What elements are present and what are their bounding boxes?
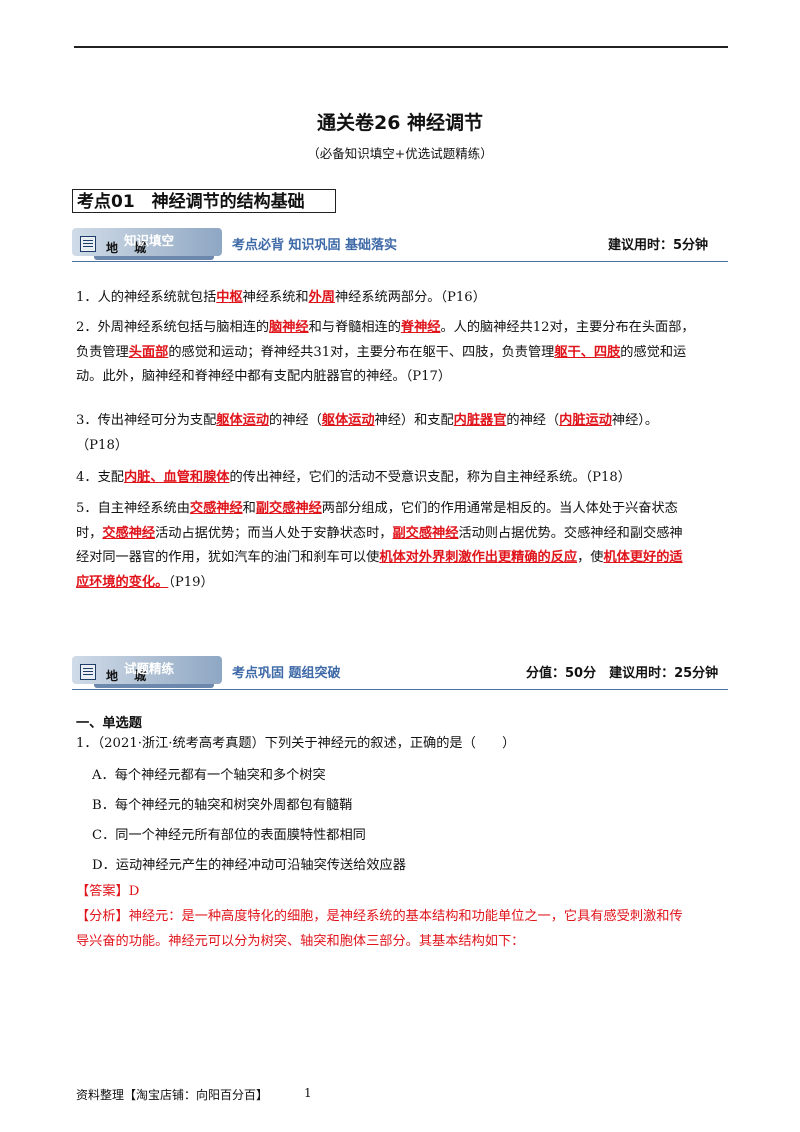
page-title: 通关卷26 神经调节 bbox=[316, 112, 484, 134]
answer-blank: 机体更好的适 bbox=[603, 550, 683, 565]
item-text: 2．外周神经系统包括与脑相连的 bbox=[76, 320, 270, 335]
item-text: 动。此外，脑神经和脊神经中都有支配内脏器官的神经。（P17） bbox=[76, 369, 452, 384]
item-line: 5．自主神经系统由交感神经和副交感神经两部分组成，它们的作用通常是相反的。当人体… bbox=[76, 497, 726, 522]
answer-blank: 内脏、血管和腺体 bbox=[123, 470, 230, 485]
question-type-heading: 一、单选题 bbox=[76, 716, 142, 731]
answer-blank: 副交感神经 bbox=[255, 501, 322, 516]
answer-blank: 躯体运动 bbox=[321, 413, 375, 428]
option-b: B．每个神经元的轴突和树突外周都包有髓鞘 bbox=[92, 798, 353, 813]
banner-keywords: 考点必背 知识巩固 基础落实 bbox=[232, 238, 398, 253]
answer-blank: 副交感神经 bbox=[392, 525, 459, 541]
item-text: （P19） bbox=[168, 574, 214, 590]
badge-left-label: 地 城 bbox=[106, 669, 153, 683]
answer-blank: 交感神经 bbox=[102, 525, 156, 541]
answer-blank: 交感神经 bbox=[189, 501, 243, 516]
item-text: 负责管理 bbox=[76, 344, 129, 360]
badge: 地 城 知识填空 bbox=[72, 228, 222, 256]
item-text: 的感觉和运动；脊神经共31对，主要分布在躯干、四肢，负责管理 bbox=[168, 344, 555, 360]
item-text: 5．自主神经系统由 bbox=[76, 501, 190, 516]
option-d: D．运动神经元产生的神经冲动可沿轴突传送给效应器 bbox=[92, 858, 406, 873]
item-line: 经对同一器官的作用，犹如汽车的油门和刹车可以使机体对外界刺激作出更精确的反应，使… bbox=[76, 546, 726, 571]
answer-blank: 中枢 bbox=[216, 290, 243, 305]
page-number: 1 bbox=[304, 1086, 312, 1100]
fill-in-item: 3．传出神经可分为支配躯体运动的神经（躯体运动神经）和支配内脏器官的神经（内脏运… bbox=[76, 409, 726, 458]
item-text: 神经）。 bbox=[611, 413, 659, 428]
item-text: 4．支配 bbox=[76, 470, 124, 485]
item-text: 。人的脑神经共12对，主要分布在头面部， bbox=[440, 320, 695, 335]
banner-rule bbox=[72, 261, 728, 262]
item-text: （P18） bbox=[76, 437, 129, 453]
answer-blank: 躯干、四肢 bbox=[554, 344, 621, 360]
badge: 地 城 试题精练 bbox=[72, 656, 222, 684]
item-text: 的神经（ bbox=[269, 413, 322, 428]
answer-blank: 脑神经 bbox=[269, 320, 309, 335]
analysis: 【分析】神经元：是一种高度特化的细胞，是神经系统的基本结构和功能单位之一，它具有… bbox=[76, 905, 726, 954]
fill-in-item: 2．外周神经系统包括与脑相连的脑神经和与脊髓相连的脊神经。人的脑神经共12对，主… bbox=[76, 316, 726, 390]
badge-title: 知识填空 bbox=[124, 233, 175, 248]
item-line: 3．传出神经可分为支配躯体运动的神经（躯体运动神经）和支配内脏器官的神经（内脏运… bbox=[76, 409, 726, 434]
answer-blank: 应环境的变化。 bbox=[76, 574, 169, 590]
item-text: 和与脊髓相连的 bbox=[308, 320, 401, 335]
banner-rule bbox=[72, 689, 728, 690]
item-text: 神经系统和 bbox=[242, 290, 309, 305]
item-text: ，使 bbox=[577, 550, 604, 565]
badge-left-label: 地 城 bbox=[106, 241, 153, 255]
item-text: 神经系统两部分。（P16） bbox=[334, 290, 486, 305]
answer-blank: 外周 bbox=[308, 290, 335, 305]
fill-in-item: 1．人的神经系统就包括中枢神经系统和外周神经系统两部分。（P16） bbox=[76, 286, 726, 311]
item-line: 应环境的变化。（P19） bbox=[76, 571, 726, 596]
item-text: 1．人的神经系统就包括 bbox=[76, 290, 217, 305]
analysis-line: 【分析】神经元：是一种高度特化的细胞，是神经系统的基本结构和功能单位之一，它具有… bbox=[76, 909, 683, 924]
item-line: 2．外周神经系统包括与脑相连的脑神经和与脊髓相连的脊神经。人的脑神经共12对，主… bbox=[76, 316, 726, 341]
exercise-banner: 地 城 试题精练 考点巩固 题组突破 分值：50分 建议用时：25分钟 bbox=[72, 656, 728, 690]
fill-in-item: 4．支配内脏、血管和腺体的传出神经，它们的活动不受意识支配，称为自主神经系统。（… bbox=[76, 466, 726, 491]
banner-keywords: 考点巩固 题组突破 bbox=[232, 666, 341, 681]
answer-blank: 头面部 bbox=[128, 344, 169, 360]
question-stem: 1．（2021·浙江·统考高考真题）下列关于神经元的叙述，正确的是（ ） bbox=[76, 736, 516, 751]
page-subtitle: （必备知识填空+优选试题精练） bbox=[307, 146, 493, 161]
banner-score-time: 分值：50分 建议用时：25分钟 bbox=[526, 666, 719, 681]
item-line: 时，交感神经活动占据优势；而当人处于安静状态时，副交感神经活动则占据优势。交感神… bbox=[76, 522, 726, 547]
item-text: 活动占据优势；而当人处于安静状态时， bbox=[155, 525, 393, 541]
banner-time: 建议用时：5分钟 bbox=[608, 238, 709, 253]
answer-blank: 躯体运动 bbox=[216, 413, 270, 428]
item-text: 时， bbox=[76, 525, 103, 541]
option-a: A．每个神经元都有一个轴突和多个树突 bbox=[92, 768, 326, 783]
item-text: 3．传出神经可分为支配 bbox=[76, 413, 217, 428]
item-line: 1．人的神经系统就包括中枢神经系统和外周神经系统两部分。（P16） bbox=[76, 286, 726, 311]
answer-blank: 机体对外界刺激作出更精确的反应 bbox=[379, 550, 578, 565]
analysis-line: 导兴奋的功能。神经元可以分为树突、轴突和胞体三部分。其基本结构如下： bbox=[76, 933, 525, 949]
list-icon bbox=[80, 236, 96, 252]
footer-source: 资料整理【淘宝店铺：向阳百分百】 bbox=[76, 1088, 269, 1102]
badge-title: 试题精练 bbox=[124, 661, 175, 676]
list-icon bbox=[80, 664, 96, 680]
item-text: 的神经（ bbox=[506, 413, 560, 428]
item-text: 神经）和支配 bbox=[374, 413, 454, 428]
item-line: （P18） bbox=[76, 434, 726, 459]
answer-blank: 内脏运动 bbox=[559, 413, 612, 428]
answer: 【答案】D bbox=[76, 884, 140, 899]
item-line: 4．支配内脏、血管和腺体的传出神经，它们的活动不受意识支配，称为自主神经系统。（… bbox=[76, 466, 726, 491]
item-text: 经对同一器官的作用，犹如汽车的油门和刹车可以使 bbox=[76, 550, 380, 565]
item-line: 负责管理头面部的感觉和运动；脊神经共31对，主要分布在躯干、四肢，负责管理躯干、… bbox=[76, 341, 726, 366]
item-line: 动。此外，脑神经和脊神经中都有支配内脏器官的神经。（P17） bbox=[76, 365, 726, 390]
item-text: 活动则占据优势。交感神经和副交感神 bbox=[458, 525, 683, 541]
item-text: 和 bbox=[242, 501, 256, 516]
option-c: C．同一个神经元所有部位的表面膜特性都相同 bbox=[92, 828, 366, 843]
item-text: 的传出神经，它们的活动不受意识支配，称为自主神经系统。（P18） bbox=[229, 470, 631, 485]
item-text: 两部分组成，它们的作用通常是相反的。当人体处于兴奋状态 bbox=[321, 501, 678, 516]
answer-blank: 内脏器官 bbox=[453, 413, 507, 428]
top-rule bbox=[74, 46, 728, 48]
section-heading: 考点01 神经调节的结构基础 bbox=[72, 189, 336, 213]
answer-blank: 脊神经 bbox=[400, 320, 441, 335]
fill-in-item: 5．自主神经系统由交感神经和副交感神经两部分组成，它们的作用通常是相反的。当人体… bbox=[76, 497, 726, 595]
knowledge-banner: 地 城 知识填空 考点必背 知识巩固 基础落实 建议用时：5分钟 bbox=[72, 228, 728, 262]
item-text: 的感觉和运 bbox=[620, 344, 687, 360]
